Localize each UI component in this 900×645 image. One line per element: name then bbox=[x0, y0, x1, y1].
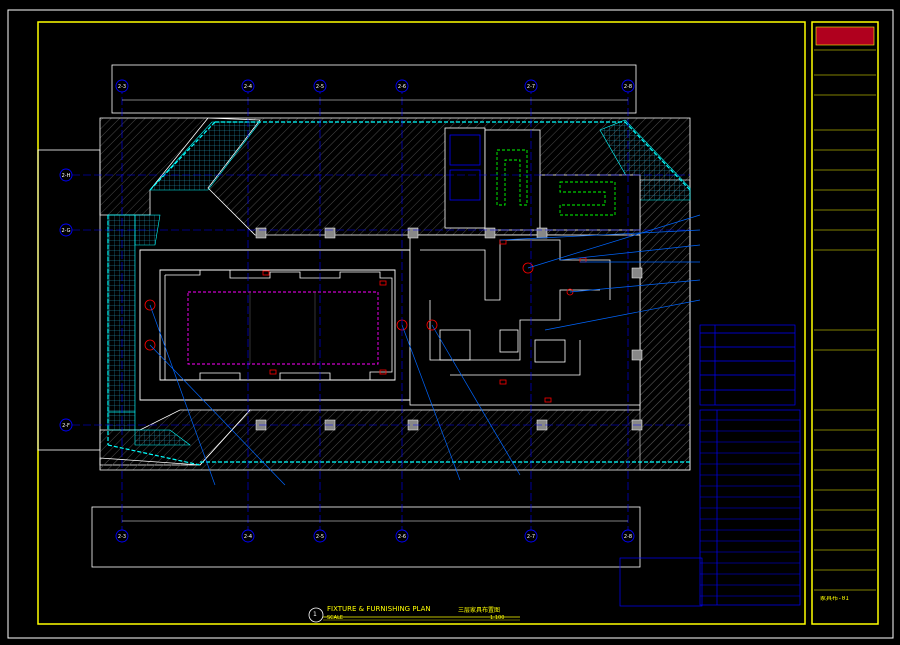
title-block-frame bbox=[811, 21, 879, 625]
sheet-border bbox=[7, 9, 894, 639]
grid-bubble-2-6 bbox=[395, 529, 409, 543]
core-blue-lines bbox=[449, 134, 481, 201]
grid-label-2-7: 2-7 bbox=[527, 84, 535, 90]
grid-label-2-6: 2-6 bbox=[398, 84, 406, 90]
grid-label-2-G: 2-G bbox=[61, 228, 70, 234]
tiled-terrace bbox=[107, 119, 691, 446]
grid-bubble-2-3 bbox=[115, 529, 129, 543]
drawing-scale-label: SCALE bbox=[327, 615, 344, 621]
furniture-table bbox=[187, 291, 379, 365]
right-rooms bbox=[409, 234, 641, 406]
grid-label-2-H: 2-H bbox=[62, 173, 71, 179]
grid-label-2-3: 2-3 bbox=[118, 84, 126, 90]
hall-notched-wall bbox=[164, 269, 393, 381]
grid-label-2-7: 2-7 bbox=[527, 534, 535, 540]
drawing-title-mark bbox=[308, 607, 520, 623]
grid-bubble-2-G bbox=[59, 223, 73, 237]
sheet-number: 家具布-01 bbox=[820, 596, 849, 601]
grid-bubble-2-6 bbox=[395, 79, 409, 93]
grid-label-2-F: 2-F bbox=[62, 423, 70, 429]
grid-bubble-2-4 bbox=[241, 79, 255, 93]
grid-label-2-4: 2-4 bbox=[244, 84, 252, 90]
grid-bubble-2-8 bbox=[621, 529, 635, 543]
grid-axes: 2-3 2-3 2-4 2-4 2-5 2-5 2-6 2-6 2-7 2-7 2-8 2-8 2-H 2… bbox=[59, 79, 690, 543]
grid-bubble-2-5 bbox=[313, 79, 327, 93]
legend-table bbox=[619, 324, 801, 607]
grid-bubble-2-7 bbox=[524, 529, 538, 543]
grid-bubble-2-5 bbox=[313, 529, 327, 543]
grid-bubble-2-F bbox=[59, 418, 73, 432]
bottom-dimension-box bbox=[91, 506, 641, 568]
grid-label-2-8: 2-8 bbox=[624, 84, 632, 90]
grid-bubble-2-H bbox=[59, 168, 73, 182]
leader-lines bbox=[149, 214, 701, 486]
title-block-logo bbox=[815, 26, 875, 46]
grid-label-2-8: 2-8 bbox=[624, 534, 632, 540]
grid-label-2-3: 2-3 bbox=[118, 534, 126, 540]
drawing-scale-value: 1:100 bbox=[490, 615, 505, 621]
left-dimension-box bbox=[37, 149, 101, 451]
drawing-title-cn: 三层家具布置图 bbox=[458, 607, 501, 614]
grid-label-2-5: 2-5 bbox=[316, 84, 324, 90]
grid-bubble-2-4 bbox=[241, 529, 255, 543]
grid-label-2-6: 2-6 bbox=[398, 534, 406, 540]
main-hall bbox=[139, 249, 411, 401]
drawing-number: 1 bbox=[313, 611, 317, 618]
grid-bubble-2-3 bbox=[115, 79, 129, 93]
top-dimension-box bbox=[111, 64, 637, 114]
grid-label-2-4: 2-4 bbox=[244, 534, 252, 540]
glazing-lines bbox=[107, 121, 691, 466]
grid-bubble-2-8 bbox=[621, 79, 635, 93]
grid-label-2-5: 2-5 bbox=[316, 534, 324, 540]
stair-green bbox=[496, 149, 616, 216]
drawing-title: FIXTURE & FURNISHING PLAN bbox=[327, 605, 431, 613]
grid-bubble-2-7 bbox=[524, 79, 538, 93]
